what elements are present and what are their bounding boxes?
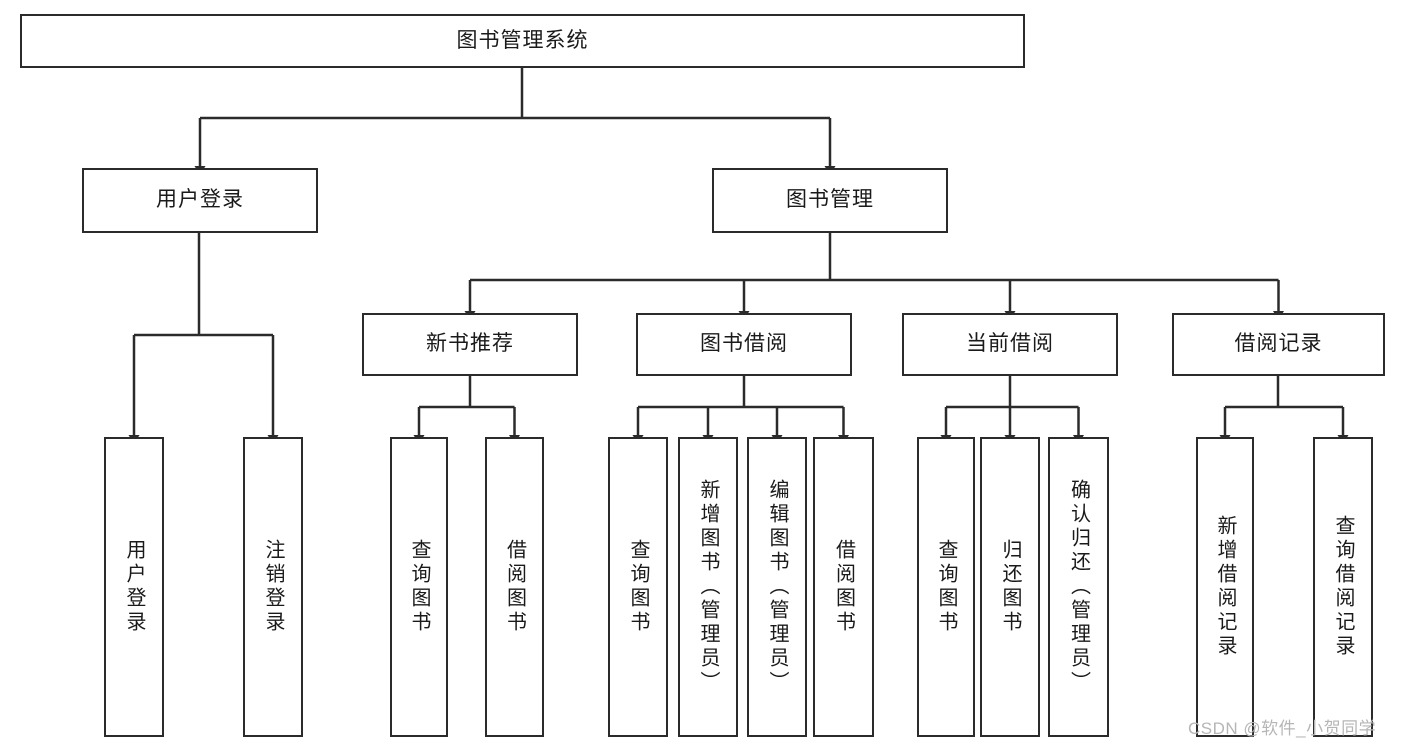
node-leaf-query-rec[interactable]: 查询借阅记录	[1313, 437, 1373, 737]
node-leaf-return[interactable]: 归还图书	[980, 437, 1040, 737]
node-label: 查询借阅记录	[1332, 515, 1354, 659]
node-label: 注销登录	[262, 539, 284, 635]
node-leaf-add-rec[interactable]: 新增借阅记录	[1196, 437, 1254, 737]
connector-lines	[128, 68, 1349, 444]
node-label: 用户登录	[123, 539, 145, 635]
node-leaf-edit-book[interactable]: 编辑图书（管理员）	[747, 437, 807, 737]
node-leaf-query-1[interactable]: 查询图书	[390, 437, 448, 737]
node-label: 查询图书	[408, 539, 430, 635]
node-label: 借阅图书	[503, 539, 526, 635]
node-label: 新增图书（管理员）	[697, 479, 719, 695]
node-book-borrow[interactable]: 图书借阅	[636, 313, 852, 376]
node-borrow-record[interactable]: 借阅记录	[1172, 313, 1385, 376]
node-label: 借阅图书	[832, 539, 855, 635]
node-leaf-confirm[interactable]: 确认归还（管理员）	[1048, 437, 1109, 737]
node-current-borrow[interactable]: 当前借阅	[902, 313, 1118, 376]
node-label: 用户登录	[156, 188, 244, 212]
node-leaf-borrow-2[interactable]: 借阅图书	[813, 437, 874, 737]
node-label: 图书借阅	[700, 332, 788, 356]
node-user-login[interactable]: 用户登录	[82, 168, 318, 233]
node-leaf-query-2[interactable]: 查询图书	[608, 437, 668, 737]
node-label: 查询图书	[627, 539, 649, 635]
node-leaf-query-3[interactable]: 查询图书	[917, 437, 975, 737]
node-label: 当前借阅	[966, 332, 1054, 356]
watermark-text: CSDN @软件_小贺同学	[1188, 719, 1377, 738]
node-label: 归还图书	[999, 539, 1021, 635]
node-label: 图书管理	[786, 188, 874, 212]
node-leaf-logout[interactable]: 注销登录	[243, 437, 303, 737]
node-root[interactable]: 图书管理系统	[20, 14, 1025, 68]
node-label: 确认归还（管理员）	[1067, 479, 1090, 695]
node-label: 图书管理系统	[456, 28, 589, 52]
node-leaf-user-login[interactable]: 用户登录	[104, 437, 164, 737]
node-book-manage[interactable]: 图书管理	[712, 168, 948, 233]
node-label: 查询图书	[935, 539, 957, 635]
node-label: 新书推荐	[426, 332, 514, 356]
node-new-book-rec[interactable]: 新书推荐	[362, 313, 578, 376]
node-label: 借阅记录	[1234, 332, 1323, 356]
node-label: 编辑图书（管理员）	[766, 479, 788, 695]
node-leaf-borrow-1[interactable]: 借阅图书	[485, 437, 544, 737]
node-leaf-add-book[interactable]: 新增图书（管理员）	[678, 437, 738, 737]
node-label: 新增借阅记录	[1214, 515, 1236, 659]
